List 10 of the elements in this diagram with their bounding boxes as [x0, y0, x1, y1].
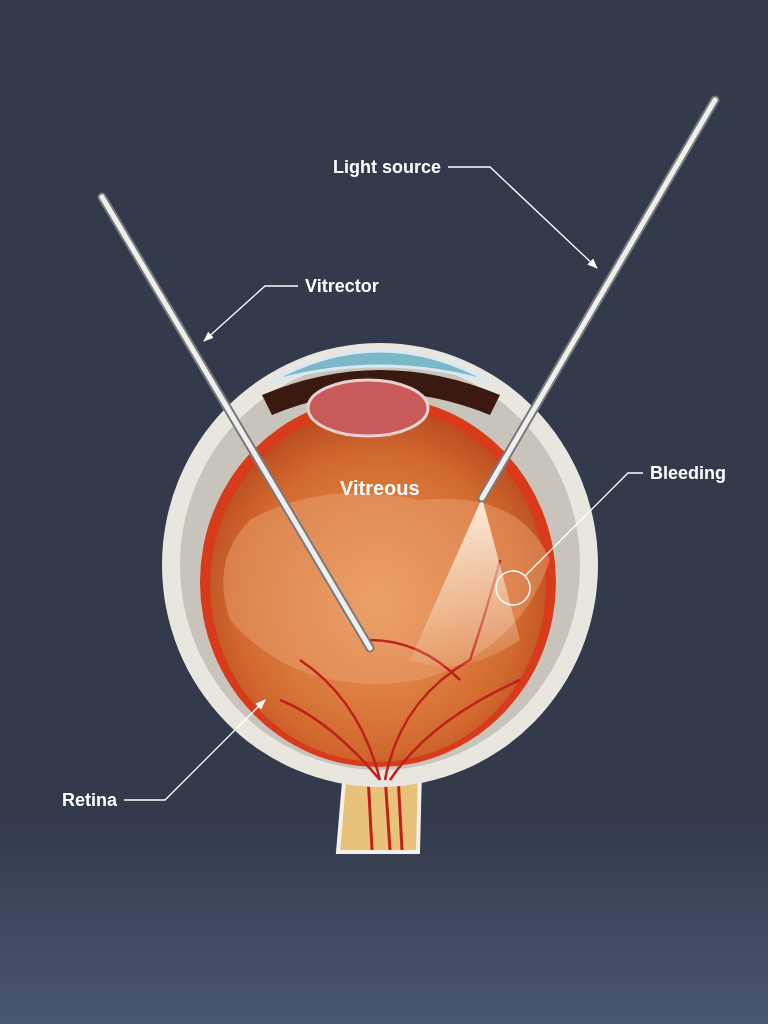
leader-line [123, 699, 266, 801]
part-label: Vitreous [340, 477, 420, 499]
callout-label: Bleeding [650, 462, 726, 484]
marker-circle [495, 570, 531, 606]
callout-label: Vitrector [305, 275, 379, 297]
callout-label: Retina [62, 789, 117, 811]
leader-line [203, 285, 299, 342]
leader-line [447, 166, 598, 269]
callout-label: Light source [333, 156, 441, 178]
leader-line [524, 472, 644, 577]
